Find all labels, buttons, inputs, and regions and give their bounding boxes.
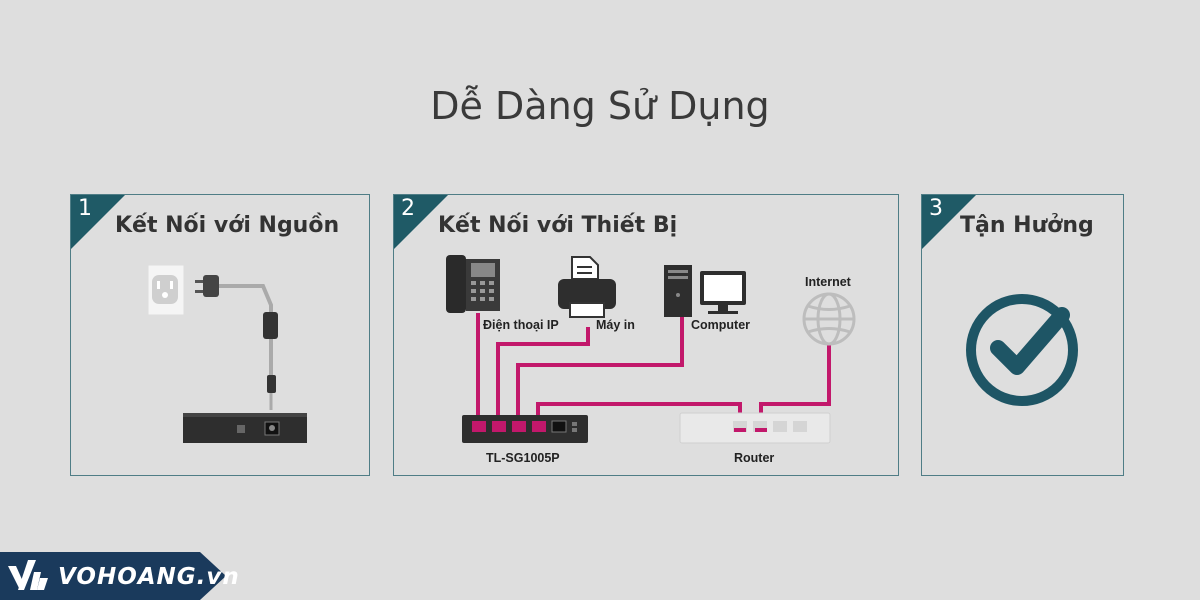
ip-phone-icon [446, 255, 500, 313]
step-2-title: Kết Nối với Thiết Bị [438, 213, 678, 238]
page-title: Dễ Dàng Sử Dụng [430, 84, 770, 128]
switch-label: TL-SG1005P [486, 451, 560, 465]
checkmark-icon [966, 294, 1078, 406]
step-1-panel: 1 Kết Nối với Nguồn [70, 194, 370, 476]
internet-label: Internet [805, 275, 851, 289]
switch-icon [462, 415, 588, 443]
cable-printer [496, 327, 590, 423]
computer-icon [664, 265, 746, 317]
vh-logo-icon [8, 560, 48, 590]
cable-computer [516, 317, 684, 423]
step-3-corner [922, 195, 976, 249]
step-3-number: 3 [929, 196, 943, 221]
router-icon [679, 412, 831, 444]
router-label: Router [734, 451, 775, 465]
globe-icon [802, 292, 856, 346]
step-1-number: 1 [78, 196, 92, 221]
printer-label: Máy in [596, 318, 635, 332]
step-3-title: Tận Hưởng [960, 213, 1094, 238]
step-2-corner [394, 195, 448, 249]
step-1-title: Kết Nối với Nguồn [115, 213, 340, 238]
step-2-panel: 2 Kết Nối với Thiết Bị [393, 194, 899, 476]
step-3-panel: 3 Tận Hưởng [921, 194, 1124, 476]
printer-icon [558, 256, 616, 318]
step-1-corner [71, 195, 125, 249]
ip-phone-label: Điện thoại IP [483, 318, 559, 332]
wall-outlet-icon [147, 264, 185, 316]
computer-label: Computer [691, 318, 751, 332]
cable-internet [759, 343, 831, 423]
step-2-number: 2 [401, 196, 415, 221]
power-cable-icon [195, 275, 278, 410]
brand-name: VOHOANG.vn [58, 564, 240, 590]
vohoang-logo: VOHOANG.vn [0, 552, 239, 600]
switch-rear-icon [183, 413, 307, 443]
